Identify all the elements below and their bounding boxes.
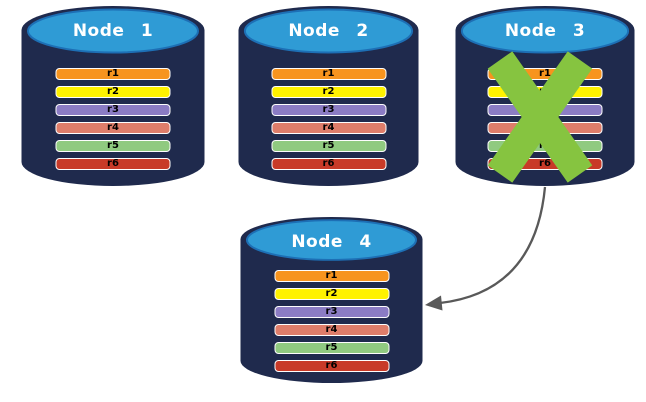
cylinder-top-face [245,219,418,261]
record-bar: r5 [55,140,171,152]
record-bar: r4 [55,122,171,134]
cylinder-top-face [460,8,630,54]
record-bar: r5 [274,342,389,354]
record-list: r1 r2 r3 r4 r5 r6 [271,68,386,176]
cylinder-top-face [27,8,199,54]
node-title: Node 1 [72,21,154,41]
record-bar: r4 [271,122,386,134]
record-bar: r3 [274,306,389,318]
record-bar: r6 [274,360,389,372]
record-bar: r3 [271,104,386,116]
node-title: Node 3 [504,21,586,41]
record-bar: r1 [271,68,386,80]
node-title: Node 2 [288,21,369,41]
x-mark-icon [487,51,593,183]
node-3: Node 3 r1 r2 r3 r4 r5 r6 [455,6,635,186]
cylinder-top-face [243,8,414,54]
node-4: Node 4 r1 r2 r3 r4 r5 r6 [240,217,423,383]
record-bar: r1 [55,68,171,80]
record-bar: r2 [55,86,171,98]
record-bar: r1 [274,270,389,282]
record-bar: r5 [271,140,386,152]
node-title: Node 4 [291,232,372,252]
record-bar: r6 [55,158,171,170]
record-list: r1 r2 r3 r4 r5 r6 [55,68,171,176]
arrow-line [439,186,547,305]
record-list: r1 r2 r3 r4 r5 r6 [274,270,389,378]
node-2: Node 2 r1 r2 r3 r4 r5 r6 [238,6,419,186]
record-bar: r2 [271,86,386,98]
node-1: Node 1 r1 r2 r3 r4 r5 r6 [21,6,205,186]
record-bar: r2 [274,288,389,300]
record-bar: r4 [274,324,389,336]
record-bar: r6 [271,158,386,170]
record-bar: r3 [55,104,171,116]
arrow-head [425,295,443,311]
